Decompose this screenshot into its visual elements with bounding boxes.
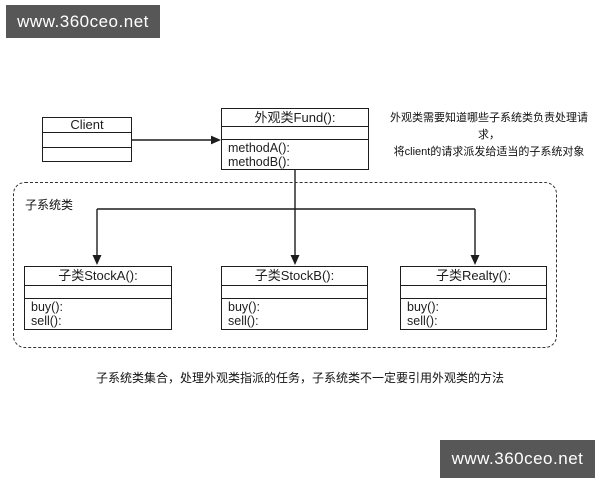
diagram-caption: 子系统类集合，处理外观类指派的任务，子系统类不一定要引用外观类的方法: [95, 371, 504, 385]
stockb-methods-compartment: buy(): sell():: [222, 299, 367, 329]
realty-class-title: 子类Realty():: [401, 267, 546, 286]
subsystem-realty-box: 子类Realty(): buy(): sell():: [400, 266, 547, 330]
facade-empty-compartment: [222, 127, 368, 140]
facade-class-title: 外观类Fund():: [222, 109, 368, 128]
stocka-method-buy: buy():: [31, 300, 63, 314]
subsystem-group-container: [13, 182, 557, 348]
stocka-method-sell: sell():: [31, 314, 62, 328]
realty-method-buy: buy():: [407, 300, 439, 314]
facade-class-box: 外观类Fund(): methodA(): methodB():: [221, 108, 369, 170]
subsystem-stocka-box: 子类StockA(): buy(): sell():: [24, 266, 172, 330]
top-watermark-text: www.360ceo.net: [17, 11, 149, 31]
facade-methods-compartment: methodA(): methodB():: [222, 140, 368, 169]
facade-method-a: methodA():: [228, 141, 290, 155]
stockb-empty-compartment: [222, 286, 367, 299]
facade-note-line1: 外观类需要知道哪些子系统类负责处理请求，: [390, 112, 588, 141]
subsystem-group-label: 子系统类: [25, 198, 74, 212]
facade-note-line2: 将client的请求派发给适当的子系统对象: [393, 146, 585, 158]
stocka-class-title: 子类StockA():: [25, 267, 171, 286]
stockb-method-buy: buy():: [228, 300, 260, 314]
stocka-methods-compartment: buy(): sell():: [25, 299, 171, 329]
realty-methods-compartment: buy(): sell():: [401, 299, 546, 329]
client-class-title: Client: [43, 118, 131, 133]
bottom-watermark-text: www.360ceo.net: [451, 449, 584, 468]
subsystem-stockb-box: 子类StockB(): buy(): sell():: [221, 266, 368, 330]
stockb-class-title: 子类StockB():: [222, 267, 367, 286]
bottom-watermark-banner: www.360ceo.net: [440, 440, 595, 478]
client-empty-compartment: [43, 133, 131, 148]
facade-method-b: methodB():: [228, 155, 290, 169]
facade-note: 外观类需要知道哪些子系统类负责处理请求， 将client的请求派发给适当的子系统…: [380, 110, 598, 161]
realty-empty-compartment: [401, 286, 546, 299]
realty-method-sell: sell():: [407, 314, 438, 328]
client-empty-compartment: [43, 148, 131, 161]
client-class-box: Client: [42, 117, 132, 162]
arrowhead-right-icon: [211, 135, 221, 145]
stocka-empty-compartment: [25, 286, 171, 299]
top-watermark-banner: www.360ceo.net: [6, 5, 160, 38]
stockb-method-sell: sell():: [228, 314, 259, 328]
